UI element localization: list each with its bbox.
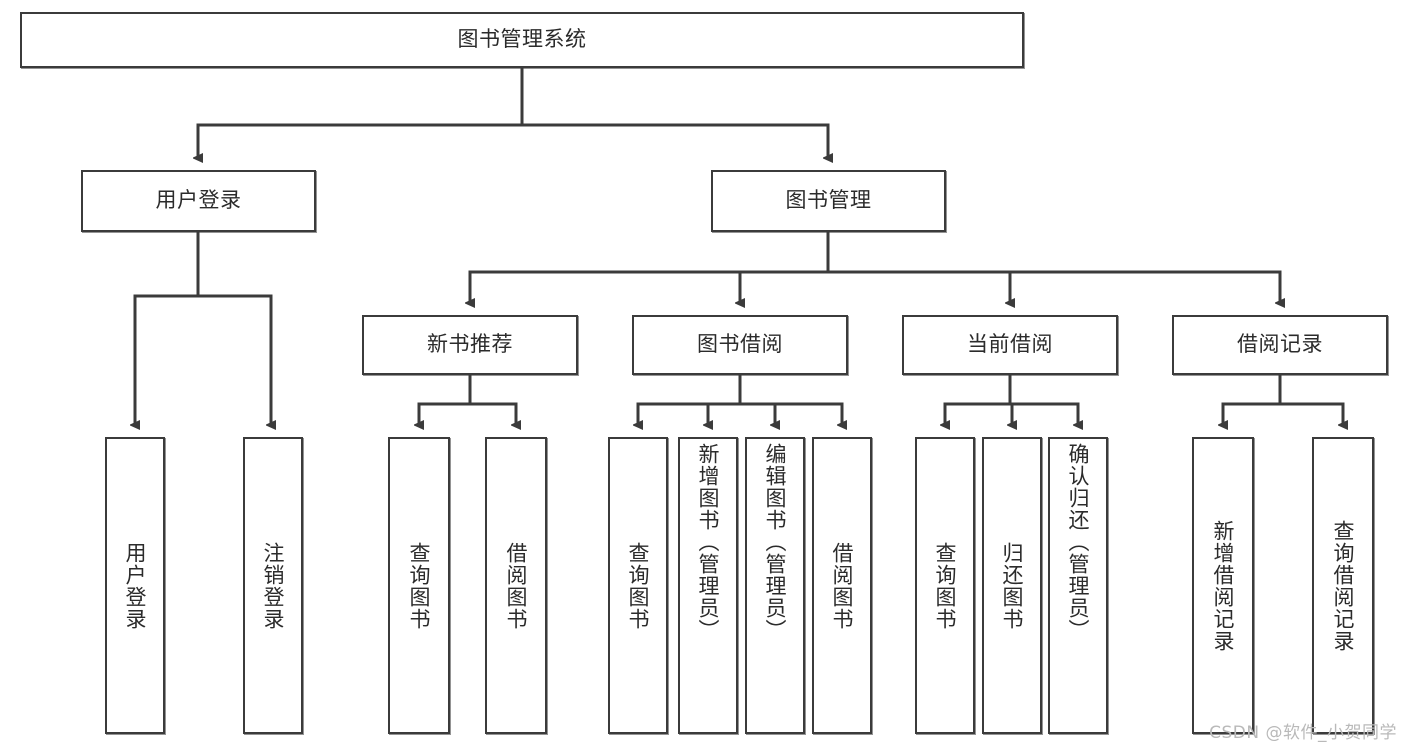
node-current-borrow-label: 当前借阅: [967, 332, 1053, 357]
node-leaf-borrow-book-2[interactable]: 借阅图书: [812, 437, 872, 734]
node-leaf-borrow-book-1[interactable]: 借阅图书: [485, 437, 547, 734]
node-new-book-rec-label: 新书推荐: [427, 332, 513, 357]
node-book-borrow[interactable]: 图书借阅: [632, 315, 848, 375]
node-leaf-query-book-1[interactable]: 查询图书: [388, 437, 450, 734]
node-leaf-user-logout[interactable]: 注销登录: [243, 437, 303, 734]
node-leaf-add-record-label: 新增借阅记录: [1211, 519, 1236, 652]
node-leaf-confirm-return[interactable]: 确认归还（管理员）: [1048, 437, 1108, 734]
node-new-book-rec[interactable]: 新书推荐: [362, 315, 578, 375]
node-current-borrow[interactable]: 当前借阅: [902, 315, 1118, 375]
node-leaf-query-record[interactable]: 查询借阅记录: [1312, 437, 1374, 734]
node-leaf-confirm-return-label: 确认归还（管理员）: [1066, 443, 1091, 641]
csdn-watermark: CSDN @软件_小贺同学: [1209, 723, 1397, 743]
node-user-login-label: 用户登录: [155, 188, 242, 213]
node-leaf-edit-book-label: 编辑图书（管理员）: [763, 443, 788, 641]
node-leaf-user-login[interactable]: 用户登录: [105, 437, 165, 734]
node-leaf-query-book-3[interactable]: 查询图书: [915, 437, 975, 734]
node-leaf-edit-book[interactable]: 编辑图书（管理员）: [745, 437, 805, 734]
node-root-label: 图书管理系统: [457, 27, 587, 52]
node-leaf-borrow-book-2-label: 借阅图书: [830, 541, 855, 630]
node-leaf-user-logout-label: 注销登录: [261, 541, 286, 630]
node-leaf-return-book-label: 归还图书: [1000, 541, 1025, 630]
node-leaf-return-book[interactable]: 归还图书: [982, 437, 1042, 734]
node-leaf-add-book-label: 新增图书（管理员）: [696, 443, 721, 641]
node-book-manage[interactable]: 图书管理: [711, 170, 946, 232]
node-borrow-record-label: 借阅记录: [1237, 332, 1323, 357]
node-leaf-add-record[interactable]: 新增借阅记录: [1192, 437, 1254, 734]
node-leaf-query-record-label: 查询借阅记录: [1331, 519, 1356, 652]
node-root[interactable]: 图书管理系统: [20, 12, 1024, 68]
node-leaf-query-book-3-label: 查询图书: [933, 541, 958, 630]
node-book-manage-label: 图书管理: [785, 188, 872, 213]
node-borrow-record[interactable]: 借阅记录: [1172, 315, 1388, 375]
node-leaf-query-book-2[interactable]: 查询图书: [608, 437, 668, 734]
node-book-borrow-label: 图书借阅: [697, 332, 783, 357]
node-leaf-user-login-label: 用户登录: [123, 541, 148, 630]
node-leaf-query-book-2-label: 查询图书: [626, 541, 651, 630]
node-leaf-query-book-1-label: 查询图书: [407, 541, 432, 630]
node-user-login[interactable]: 用户登录: [81, 170, 316, 232]
node-leaf-borrow-book-1-label: 借阅图书: [504, 541, 529, 630]
node-leaf-add-book[interactable]: 新增图书（管理员）: [678, 437, 738, 734]
